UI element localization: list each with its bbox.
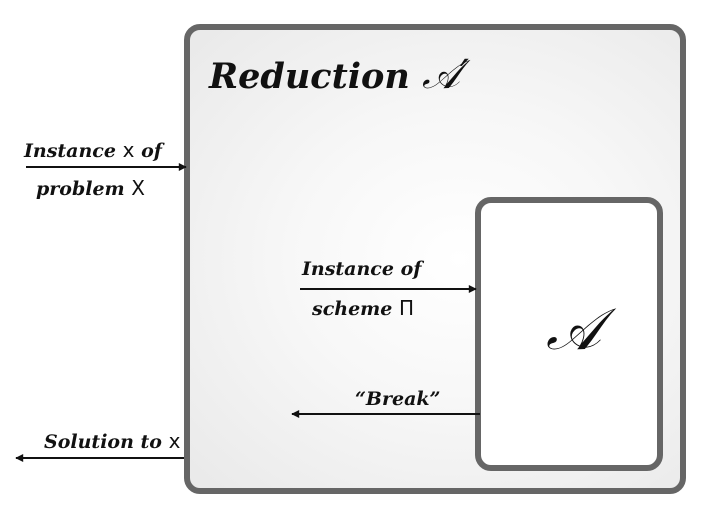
adversary-symbol: 𝒜 <box>546 295 601 363</box>
input-label-line2: problem X <box>36 178 145 199</box>
break-label: “Break” <box>355 388 441 410</box>
input-label-problem: problem <box>36 178 125 200</box>
reduction-title: Reduction 𝒜′ <box>209 52 469 98</box>
inner-input-var-pi: Π <box>399 296 415 320</box>
reduction-symbol: 𝒜′ <box>422 52 469 98</box>
inner-input-line1: Instance of <box>302 258 422 280</box>
inner-input-line2: scheme Π <box>312 298 414 319</box>
output-label-var-x: x <box>168 429 181 453</box>
input-label-var-X: X <box>131 176 145 200</box>
inner-input-scheme: scheme <box>312 298 393 320</box>
input-label-line1: Instance x of <box>24 140 162 161</box>
adversary-box <box>475 197 663 471</box>
input-label-var-x: x <box>122 138 135 162</box>
output-label: Solution to x <box>44 431 180 452</box>
input-label-of: of <box>141 140 162 162</box>
reduction-title-text: Reduction <box>209 56 410 97</box>
output-label-text: Solution to <box>44 431 162 453</box>
input-label-instance: Instance <box>24 140 116 162</box>
